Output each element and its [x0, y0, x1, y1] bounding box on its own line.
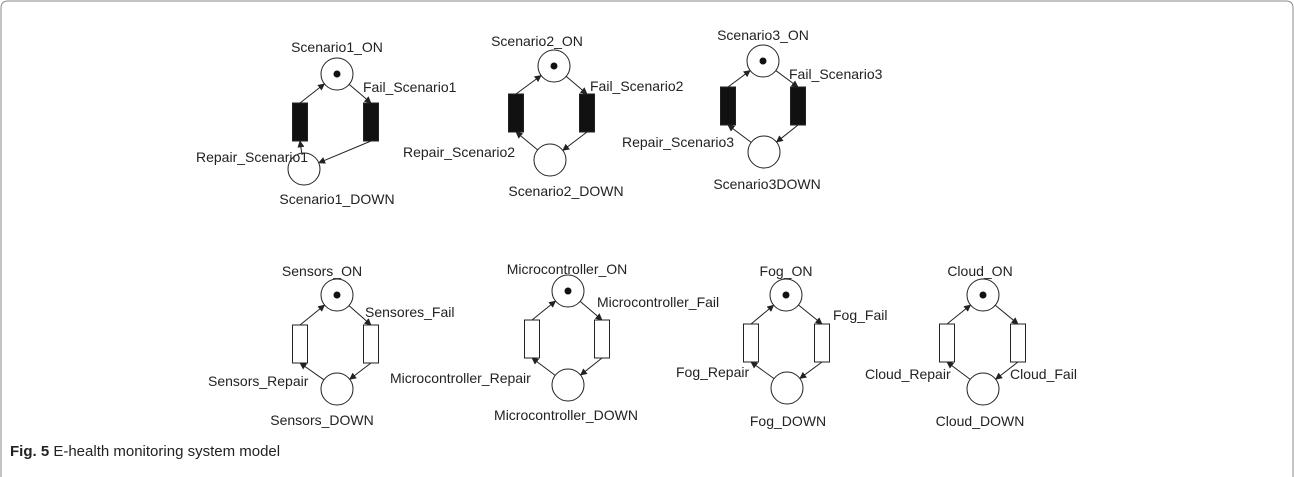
label-cloud-down: Cloud_DOWN — [936, 413, 1025, 429]
arc-down-to-repair — [727, 124, 752, 143]
arc-down-to-repair — [750, 361, 775, 380]
arc-on-to-fail — [775, 70, 799, 88]
arc-on-to-fail — [565, 75, 588, 95]
place-scenario2-down — [533, 143, 567, 177]
label-sensors-fail: Sensores_Fail — [365, 304, 455, 320]
label-scenario2-repair: Repair_Scenario2 — [403, 144, 515, 160]
arc-fail-to-down — [775, 124, 799, 143]
label-scenario3-fail: Fail_Scenario3 — [789, 66, 883, 82]
petri-nets: Scenario1_ON Scenario1_DOWN Fail_Scenario1… — [196, 27, 1077, 429]
label-cloud-repair: Cloud_Repair — [865, 366, 951, 382]
arc-down-to-repair — [299, 362, 325, 381]
transition-scenario1-repair — [292, 102, 308, 142]
arc-repair-to-on — [299, 304, 326, 326]
label-scenario2-on: Scenario2_ON — [491, 33, 583, 49]
petri-net-scenario2: Scenario2_ON Scenario2_DOWN Fail_Scenario2… — [403, 33, 684, 199]
token — [550, 62, 558, 70]
transition-fog-repair — [743, 323, 759, 363]
transition-scenario3-repair — [720, 86, 736, 126]
transition-scenario1-fail — [363, 102, 379, 142]
token — [979, 291, 987, 299]
arc-fail-to-down — [995, 361, 1019, 380]
transition-fog-fail — [814, 323, 830, 363]
petri-net-cloud: Cloud_ON Cloud_DOWN Cloud_Fail Cloud_Repair — [865, 263, 1077, 429]
arc-repair-to-on — [727, 70, 751, 88]
petri-net-scenario1: Scenario1_ON Scenario1_DOWN Fail_Scenario1… — [196, 39, 457, 207]
label-scenario3-on: Scenario3_ON — [717, 27, 809, 43]
label-sensors-on: Sensors_ON — [282, 263, 362, 279]
arc-down-to-repair — [515, 131, 538, 151]
place-cloud-down — [966, 372, 1000, 406]
label-fog-repair: Fog_Repair — [676, 364, 749, 380]
label-scenario3-down: Scenario3DOWN — [713, 176, 820, 192]
label-microcontroller-down: Microcontroller_DOWN — [494, 407, 638, 423]
arc-repair-to-on — [299, 83, 325, 104]
transition-sensors-fail — [363, 324, 379, 364]
token — [782, 291, 790, 299]
token — [759, 57, 767, 65]
place-scenario3-down — [747, 135, 781, 169]
label-sensors-repair: Sensors_Repair — [208, 373, 309, 389]
arc-on-to-fail — [579, 301, 603, 321]
label-scenario2-down: Scenario2_DOWN — [508, 183, 623, 199]
arc-repair-to-on — [515, 75, 542, 95]
label-scenario2-fail: Fail_Scenario2 — [590, 78, 684, 94]
label-microcontroller-repair: Microcontroller_Repair — [390, 370, 531, 386]
transition-cloud-fail — [1010, 323, 1026, 363]
label-fog-on: Fog_ON — [760, 263, 813, 279]
label-fog-fail: Fog_Fail — [833, 307, 887, 323]
figure-caption: Fig. 5 E-health monitoring system model — [10, 443, 280, 460]
arc-fail-to-down — [579, 357, 603, 376]
arc-on-to-fail — [798, 304, 823, 325]
arc-repair-to-on — [946, 304, 972, 325]
label-cloud-fail: Cloud_Fail — [1010, 366, 1077, 382]
petri-net-scenario3: Scenario3_ON Scenario3DOWN Fail_Scenario3R… — [622, 27, 883, 192]
transition-microcontroller-fail — [594, 319, 610, 359]
label-scenario1-on: Scenario1_ON — [291, 39, 383, 55]
arc-fail-to-down — [349, 362, 372, 380]
arc-down-to-repair — [946, 361, 971, 380]
caption-text: E-health monitoring system model — [53, 443, 281, 460]
place-sensors-down — [320, 372, 354, 406]
transition-scenario3-fail — [790, 86, 806, 126]
transition-cloud-repair — [939, 323, 955, 363]
arc-down-to-repair — [531, 357, 556, 376]
arc-repair-to-on — [750, 304, 775, 325]
arc-fail-to-down — [562, 131, 588, 151]
petri-net-microcontroller: Microcontroller_ON Microcontroller_DOWN Mi… — [390, 261, 719, 423]
label-scenario1-down: Scenario1_DOWN — [279, 191, 394, 207]
petri-net-sensors: Sensors_ON Sensors_DOWN Sensores_FailSenso… — [208, 263, 455, 428]
arc-on-to-fail — [348, 305, 372, 326]
transition-scenario2-fail — [579, 93, 595, 133]
transition-scenario2-repair — [508, 93, 524, 133]
label-scenario1-fail: Fail_Scenario1 — [363, 79, 457, 95]
label-scenario1-repair: Repair_Scenario1 — [196, 149, 308, 165]
arc-on-to-fail — [995, 304, 1019, 325]
arc-repair-to-on — [531, 300, 557, 321]
arc-fail-to-down — [318, 140, 372, 164]
caption-label: Fig. 5 — [10, 443, 50, 460]
token — [333, 70, 341, 78]
arc-fail-to-down — [799, 361, 823, 379]
label-fog-down: Fog_DOWN — [750, 413, 826, 429]
label-scenario3-repair: Repair_Scenario3 — [622, 134, 734, 150]
token — [564, 287, 572, 295]
place-fog-down — [770, 371, 804, 405]
label-microcontroller-fail: Microcontroller_Fail — [597, 294, 719, 310]
label-sensors-down: Sensors_DOWN — [270, 412, 373, 428]
place-microcontroller-down — [551, 368, 585, 402]
transition-microcontroller-repair — [524, 319, 540, 359]
transition-sensors-repair — [292, 324, 308, 364]
label-microcontroller-on: Microcontroller_ON — [507, 261, 628, 277]
label-cloud-on: Cloud_ON — [947, 263, 1012, 279]
arc-on-to-fail — [348, 84, 372, 104]
arc-down-to-repair — [297, 140, 305, 154]
token — [333, 291, 341, 299]
place-scenario1-down — [287, 152, 321, 186]
